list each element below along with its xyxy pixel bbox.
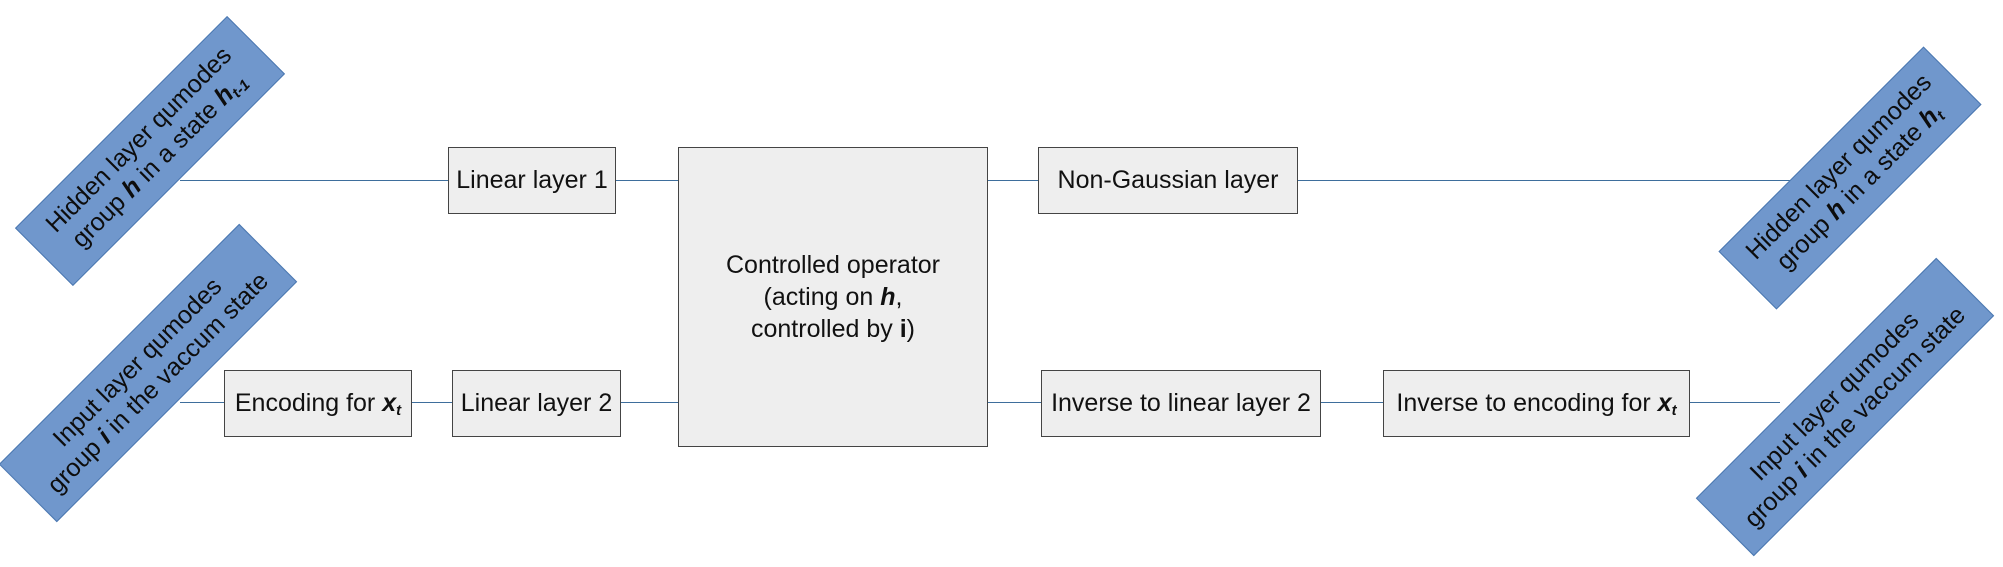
controlled-operator-line1: Controlled operator bbox=[725, 251, 940, 279]
encoding-label: Encoding for xt bbox=[234, 389, 402, 419]
non-gaussian-layer-box: Non-Gaussian layer bbox=[1038, 147, 1298, 214]
wire-hidden-out bbox=[1298, 180, 1790, 181]
controlled-operator-line3: controlled by i) bbox=[751, 315, 915, 343]
controlled-operator-line2: (acting on h, bbox=[763, 283, 903, 311]
right-input-line2: group i in the vaccum state bbox=[1738, 300, 1971, 533]
right-input-line1: Input layer qumodes bbox=[1744, 306, 1925, 487]
linear-layer-1-box: Linear layer 1 bbox=[448, 147, 616, 214]
wire-input-out bbox=[1690, 402, 1780, 403]
wire-input-in bbox=[180, 402, 224, 403]
inverse-linear-layer-2-box: Inverse to linear layer 2 bbox=[1041, 370, 1321, 437]
inverse-encoding-box: Inverse to encoding for xt bbox=[1383, 370, 1690, 437]
linear-layer-2-label: Linear layer 2 bbox=[460, 389, 613, 417]
linear-layer-1-label: Linear layer 1 bbox=[456, 166, 608, 194]
wire-controlled-to-invlinear2 bbox=[988, 402, 1041, 403]
linear-layer-2-box: Linear layer 2 bbox=[452, 370, 621, 437]
right-input-qumodes-banner: Input layer qumodes group i in the vaccu… bbox=[1695, 257, 1995, 557]
left-input-line1: Input layer qumodes bbox=[47, 272, 228, 453]
inverse-linear-layer-2-label: Inverse to linear layer 2 bbox=[1051, 389, 1311, 417]
encoding-box: Encoding for xt bbox=[224, 370, 412, 437]
wire-controlled-to-nongaussian bbox=[988, 180, 1038, 181]
controlled-operator-box: Controlled operator (acting on h, contro… bbox=[678, 147, 988, 447]
wire-encoding-to-linear2 bbox=[412, 402, 452, 403]
wire-hidden-in bbox=[180, 180, 448, 181]
left-hidden-line1: Hidden layer qumodes bbox=[39, 40, 237, 238]
wire-invlinear2-to-invencoding bbox=[1321, 402, 1383, 403]
wire-linear2-to-controlled bbox=[621, 402, 678, 403]
inverse-encoding-label: Inverse to encoding for xt bbox=[1396, 389, 1677, 419]
non-gaussian-layer-label: Non-Gaussian layer bbox=[1057, 166, 1279, 194]
wire-linear1-to-controlled bbox=[616, 180, 678, 181]
right-hidden-line1: Hidden layer qumodes bbox=[1739, 67, 1937, 265]
left-hidden-line2: group h in a state ht-1 bbox=[65, 75, 254, 253]
